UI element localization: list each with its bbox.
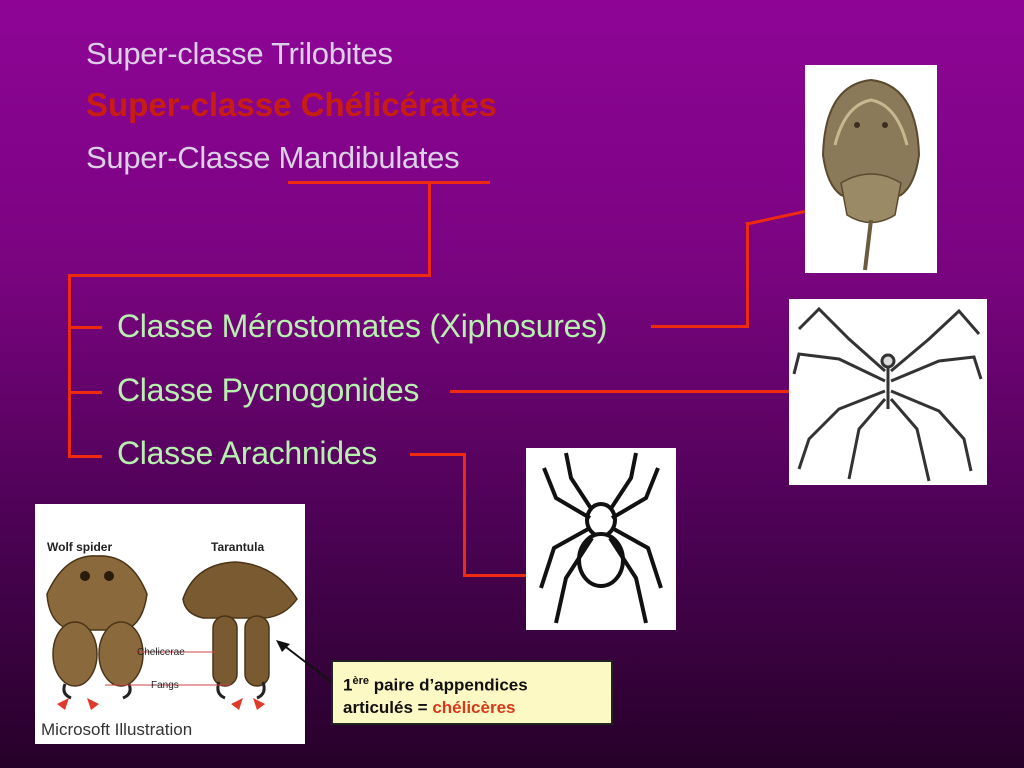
connector-spine [68, 274, 71, 458]
callout-highlight: chélicères [432, 697, 516, 717]
connector-vertical-top [428, 183, 431, 277]
sea-spider-icon [792, 306, 983, 482]
callout-chelicerae: 1ère paire d’appendices articulés = chél… [331, 660, 613, 725]
arrow-icon [57, 698, 69, 710]
arrow-icon [231, 698, 243, 710]
horseshoe-crab-image [805, 65, 937, 273]
callout-text-2: articulés = [343, 697, 433, 717]
connector-arachnides-v [463, 453, 466, 577]
callout-arrow [276, 640, 335, 685]
spider-icon [539, 452, 663, 624]
arrow-icon [87, 698, 99, 710]
sea-spider-image [789, 299, 987, 485]
connector-tick-1 [68, 326, 102, 329]
connector-arachnides-h1 [410, 453, 466, 456]
title-chelicerates: Super-classe Chélicérates [86, 86, 497, 123]
connector-underline [288, 181, 490, 184]
connector-horizontal [68, 274, 431, 277]
connector-tick-2 [68, 391, 102, 394]
connector-merostomates-v [746, 222, 749, 328]
connector-pycnogonides [450, 390, 808, 393]
connector-tick-3 [68, 455, 102, 458]
callout-superscript: ère [352, 675, 369, 687]
wolf-spider-label: Wolf spider [47, 540, 112, 554]
class-arachnides: Classe Arachnides [117, 435, 377, 471]
callout-text-1: paire d’appendices [369, 675, 528, 695]
illustration-credit: Microsoft Illustration [41, 720, 192, 739]
connector-arachnides-h2 [463, 574, 529, 577]
fangs-label: Fangs [151, 680, 179, 691]
chelicerae-label: Chelicerae [137, 647, 185, 658]
horseshoe-crab-icon [821, 78, 921, 271]
tarantula-label: Tarantula [211, 540, 264, 554]
chelicerae-drawing: Wolf spider Tarantula Chelicerae Fangs M… [41, 540, 298, 739]
class-merostomates: Classe Mérostomates (Xiphosures) [117, 308, 608, 344]
connector-merostomates-h [651, 325, 748, 328]
title-trilobites: Super-classe Trilobites [86, 36, 393, 71]
title-mandibulates: Super-Classe Mandibulates [86, 140, 460, 175]
arrow-icon [253, 698, 265, 710]
chelicerae-illustration: Wolf spider Tarantula Chelicerae Fangs M… [35, 504, 305, 744]
callout-number: 1 [343, 675, 353, 695]
spider-image [526, 448, 676, 630]
class-pycnogonides: Classe Pycnogonides [117, 372, 420, 408]
